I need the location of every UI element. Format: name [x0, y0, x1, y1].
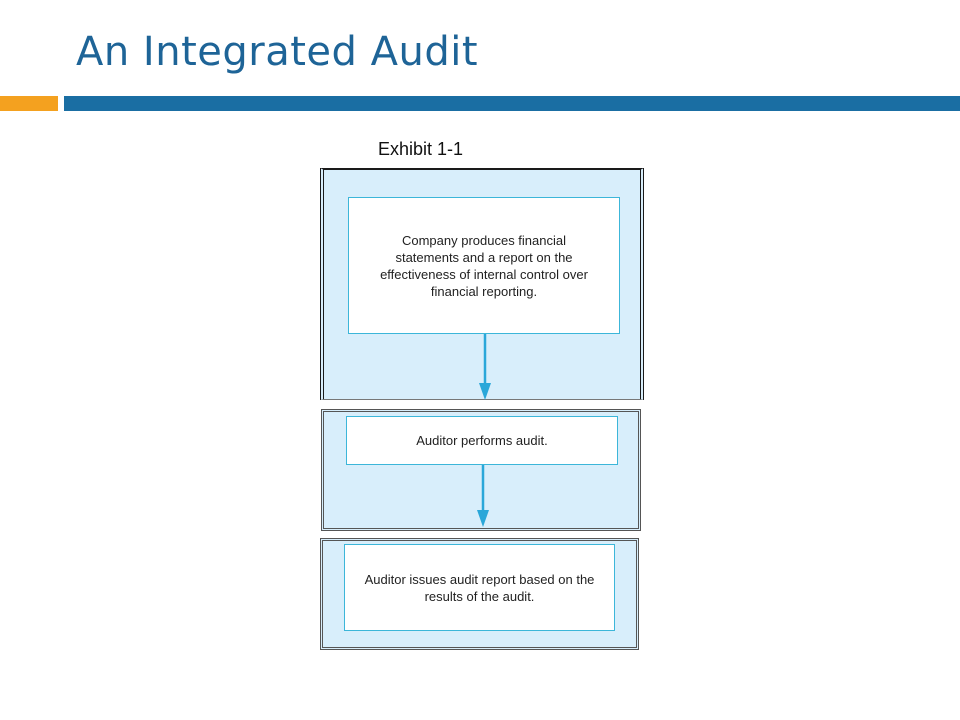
exhibit-label: Exhibit 1-1	[378, 139, 464, 159]
flow-step-3-text: Auditor issues audit report based on the…	[364, 571, 595, 604]
flow-step-2-text: Auditor performs audit.	[416, 433, 548, 448]
slide-title: An Integrated Audit	[76, 29, 479, 75]
flow-step-auditor-issues-report: Auditor issues audit report based on the…	[344, 544, 615, 631]
title-accent-bar	[0, 96, 58, 111]
flow-step-1-text: Company produces financial statements an…	[380, 232, 588, 299]
flow-step-company-produces-statements: Company produces financial statements an…	[348, 197, 620, 334]
title-underline-bar	[64, 96, 960, 111]
flow-step-auditor-performs-audit: Auditor performs audit.	[346, 416, 618, 465]
